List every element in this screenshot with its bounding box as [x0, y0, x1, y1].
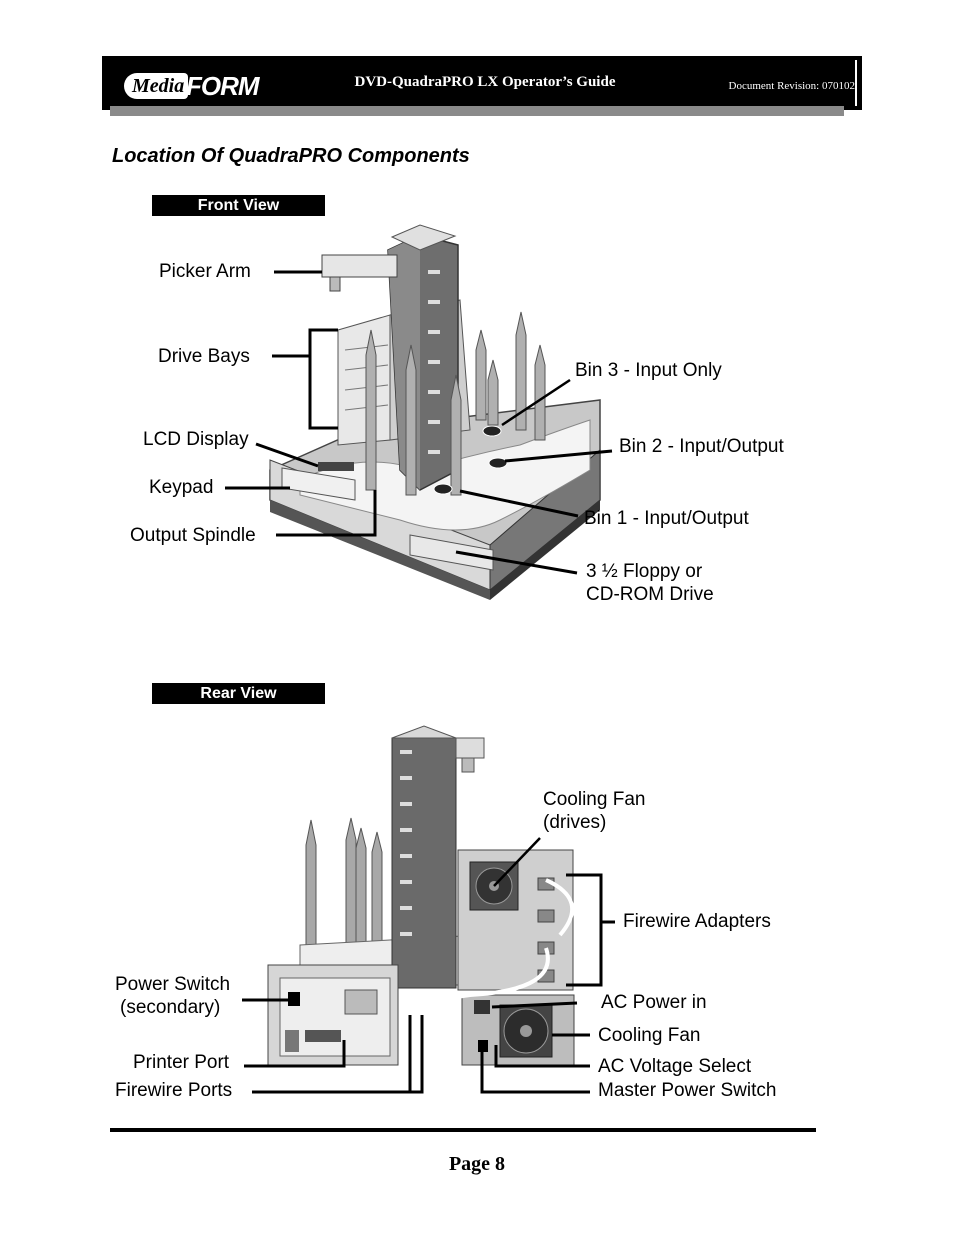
- header-bar: [102, 56, 862, 110]
- label-floppy-line2: CD-ROM Drive: [586, 584, 714, 605]
- rear-view-tag: Rear View: [152, 683, 325, 704]
- label-bin3: Bin 3 - Input Only: [575, 360, 722, 381]
- section-title: Location Of QuadraPRO Components: [112, 145, 470, 167]
- label-power-switch-2: (secondary): [120, 997, 221, 1018]
- label-bin2: Bin 2 - Input/Output: [619, 436, 784, 457]
- firewire-adapters-bracket: [566, 873, 603, 987]
- keypad-panel: [281, 467, 356, 501]
- printer-port: [305, 1030, 341, 1042]
- ac-power-in: [474, 1000, 490, 1014]
- footer-rule: [110, 1128, 816, 1132]
- bin2-line: [504, 449, 613, 463]
- rear-tower: [391, 737, 457, 989]
- label-bin1: Bin 1 - Input/Output: [584, 508, 749, 529]
- label-floppy-line1: 3 ½ Floppy or: [586, 561, 703, 582]
- label-lcd-display: LCD Display: [143, 429, 249, 450]
- label-picker-arm: Picker Arm: [159, 261, 251, 282]
- tower-cap: [390, 224, 457, 251]
- header-shadow: [110, 106, 844, 116]
- label-drive-bays: Drive Bays: [158, 346, 250, 367]
- label-firewire-ports: Firewire Ports: [115, 1080, 233, 1101]
- bin2: [488, 457, 508, 469]
- page-number: Page 8: [448, 1153, 506, 1175]
- floppy-drive: [409, 534, 494, 571]
- ac-voltage-line: [494, 1045, 590, 1068]
- master-power-line: [480, 1052, 590, 1094]
- label-output-spindle: Output Spindle: [130, 525, 256, 546]
- label-firewire-adapters: Firewire Adapters: [623, 911, 771, 932]
- front-view-tag: Front View: [152, 195, 325, 216]
- label-ac-voltage-select: AC Voltage Select: [598, 1056, 752, 1077]
- printer-port-line: [244, 1040, 346, 1068]
- document-title: DVD-QuadraPRO LX Operator’s Guide: [354, 74, 616, 90]
- firewire-ports-line: [252, 1015, 424, 1094]
- label-keypad: Keypad: [149, 477, 214, 498]
- lcd-display: [318, 462, 354, 471]
- output-spindle-line: [276, 490, 377, 537]
- label-ac-power-in: AC Power in: [601, 992, 707, 1013]
- bin1: [433, 483, 453, 495]
- master-power-switch: [478, 1040, 488, 1052]
- lcd-line: [255, 442, 319, 468]
- label-master-power-switch: Master Power Switch: [598, 1080, 777, 1101]
- document-revision: Document Revision: 070102: [728, 80, 856, 92]
- picker-arm: [321, 254, 398, 278]
- label-printer-port: Printer Port: [133, 1052, 230, 1073]
- drive-fan-line: [493, 837, 541, 887]
- bin1-line: [459, 489, 579, 518]
- label-cooling-fan-drives-1: Cooling Fan: [543, 789, 646, 810]
- label-cooling-fan-drives-2: (drives): [543, 812, 607, 833]
- label-power-switch-1: Power Switch: [115, 974, 231, 995]
- logo-media-text: Media: [124, 73, 188, 99]
- mediaform-logo: Media FORM: [124, 71, 260, 103]
- drive-bays-bracket: [308, 328, 338, 430]
- output-spindle: [365, 329, 377, 491]
- ac-power-in-line: [491, 1001, 578, 1009]
- bin3-line: [501, 378, 571, 427]
- label-cooling-fan: Cooling Fan: [598, 1025, 701, 1046]
- logo-form-text: FORM: [186, 71, 260, 101]
- floppy-line: [455, 550, 578, 575]
- bin3: [482, 425, 502, 437]
- header-divider: [855, 60, 857, 106]
- power-switch: [288, 992, 300, 1006]
